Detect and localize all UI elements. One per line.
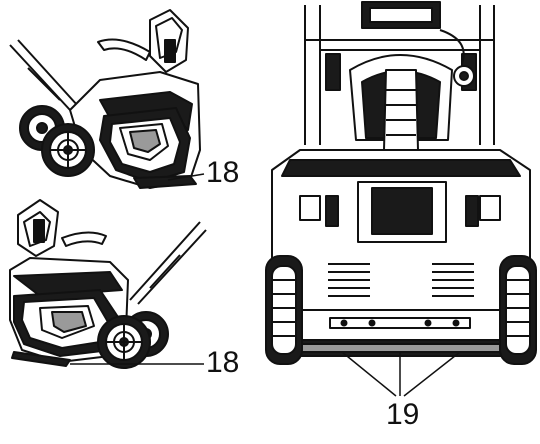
snowblower-rear-view-top <box>9 9 205 189</box>
callout-label-front: 19 <box>386 398 420 431</box>
snowblower-side-view-bottom <box>9 199 207 369</box>
callout-label-top-left: 18 <box>206 156 240 189</box>
snowblower-front-view <box>265 1 537 397</box>
callout-label-bottom-left: 18 <box>206 346 240 379</box>
